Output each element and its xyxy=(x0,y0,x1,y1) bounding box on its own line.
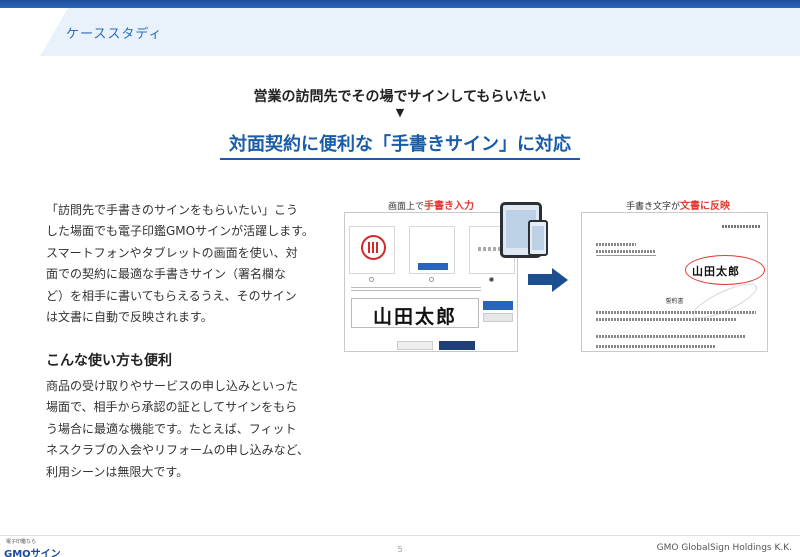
stamp-option xyxy=(349,226,395,274)
left-caption-text: 画面上で xyxy=(388,202,425,212)
usage-heading: こんな使い方も便利 xyxy=(46,353,172,369)
signature-input-screenshot: 山田太郎 xyxy=(344,212,518,352)
preview-button-graphic xyxy=(483,301,513,310)
clear-button-graphic xyxy=(483,313,513,322)
page-number: 5 xyxy=(397,545,403,554)
document-date-graphic xyxy=(722,225,760,228)
document-text-graphic xyxy=(596,243,636,246)
usage-line: ネスクラブの入会やリフォームの申し込みなど、 xyxy=(46,443,310,458)
upload-button-graphic xyxy=(418,263,448,270)
signature-highlight-circle xyxy=(685,255,765,285)
main-headline: 対面契約に便利な「手書きサイン」に対応 xyxy=(229,134,571,155)
intro-line: ど）を相手に書いてもらえるうえ、そのサイン xyxy=(46,288,297,303)
document-title: 誓約書 xyxy=(665,298,684,305)
document-text-graphic xyxy=(596,345,716,348)
handwritten-signature: 山田太郎 xyxy=(372,306,457,328)
document-text-graphic xyxy=(596,250,656,253)
left-caption-highlight: 手書き入力 xyxy=(424,201,475,212)
section-tab-corner xyxy=(40,8,68,56)
company-name: GMO GlobalSign Holdings K.K. xyxy=(656,543,792,553)
document-text-graphic xyxy=(596,311,756,314)
typed-sign-preview xyxy=(478,247,508,251)
signature-pad: 山田太郎 xyxy=(351,298,479,328)
document-text-graphic xyxy=(596,318,736,321)
right-arrow-icon xyxy=(528,274,552,285)
right-figure-caption: 手書き文字が文書に反映 xyxy=(626,197,730,212)
intro-line: スマートフォンやタブレットの画面を使い、対 xyxy=(46,245,298,260)
usage-line: う場合に最適な機能です。たとえば、フィット xyxy=(46,421,297,436)
intro-line: 面での契約に最適な手書きサイン（署名欄な xyxy=(46,267,287,282)
right-caption-text: 手書き文字が xyxy=(626,202,681,212)
radio-icon xyxy=(369,277,374,282)
signed-document-screenshot: 山田太郎 誓約書 xyxy=(581,212,768,352)
upload-option xyxy=(409,226,455,274)
radio-icon xyxy=(429,277,434,282)
intro-line: した場面でも電子印鑑GMOサインが活躍します。 xyxy=(46,224,314,239)
usage-line: 場面で、相手から承認の証としてサインをもら xyxy=(46,400,298,415)
left-figure-caption: 画面上で手書き入力 xyxy=(388,197,474,212)
section-title: ケーススタディ xyxy=(66,27,163,42)
right-caption-highlight: 文書に反映 xyxy=(680,201,731,212)
usage-paragraph: 商品の受け取りやサービスの申し込みといった 場面で、相手から承認の証としてサイン… xyxy=(46,376,336,483)
logo-tagline: 電子印鑑なら xyxy=(6,539,37,545)
top-accent-bar xyxy=(0,0,800,8)
intro-paragraph: 「訪問先で手書きのサインをもらいたい」こう した場面でも電子印鑑GMOサインが活… xyxy=(46,200,336,328)
radio-selected-icon xyxy=(489,277,494,282)
document-underline xyxy=(596,255,656,256)
down-arrow-icon: ▼ xyxy=(395,106,405,119)
cancel-button-graphic xyxy=(397,341,433,350)
lead-heading: 営業の訪問先でその場でサインしてもらいたい xyxy=(253,89,547,105)
smartphone-icon xyxy=(528,220,548,256)
screen-note-graphic xyxy=(351,285,481,291)
footer-divider xyxy=(0,535,800,536)
intro-line: 「訪問先で手書きのサインをもらいたい」こう xyxy=(46,203,299,217)
intro-line: は文書に自動で反映されます。 xyxy=(46,310,213,325)
headline-underline xyxy=(220,158,580,160)
seal-stamp-icon xyxy=(361,235,386,260)
gmo-sign-logo: GMOサイン xyxy=(4,549,61,557)
usage-line: 利用シーンは無限大です。 xyxy=(46,464,189,479)
reflected-signature: 山田太郎 xyxy=(692,265,740,278)
usage-line: 商品の受け取りやサービスの申し込みといった xyxy=(46,379,299,393)
right-arrow-head xyxy=(552,268,568,292)
document-text-graphic xyxy=(596,335,746,338)
ok-button-graphic xyxy=(439,341,475,350)
section-tab xyxy=(40,8,800,56)
